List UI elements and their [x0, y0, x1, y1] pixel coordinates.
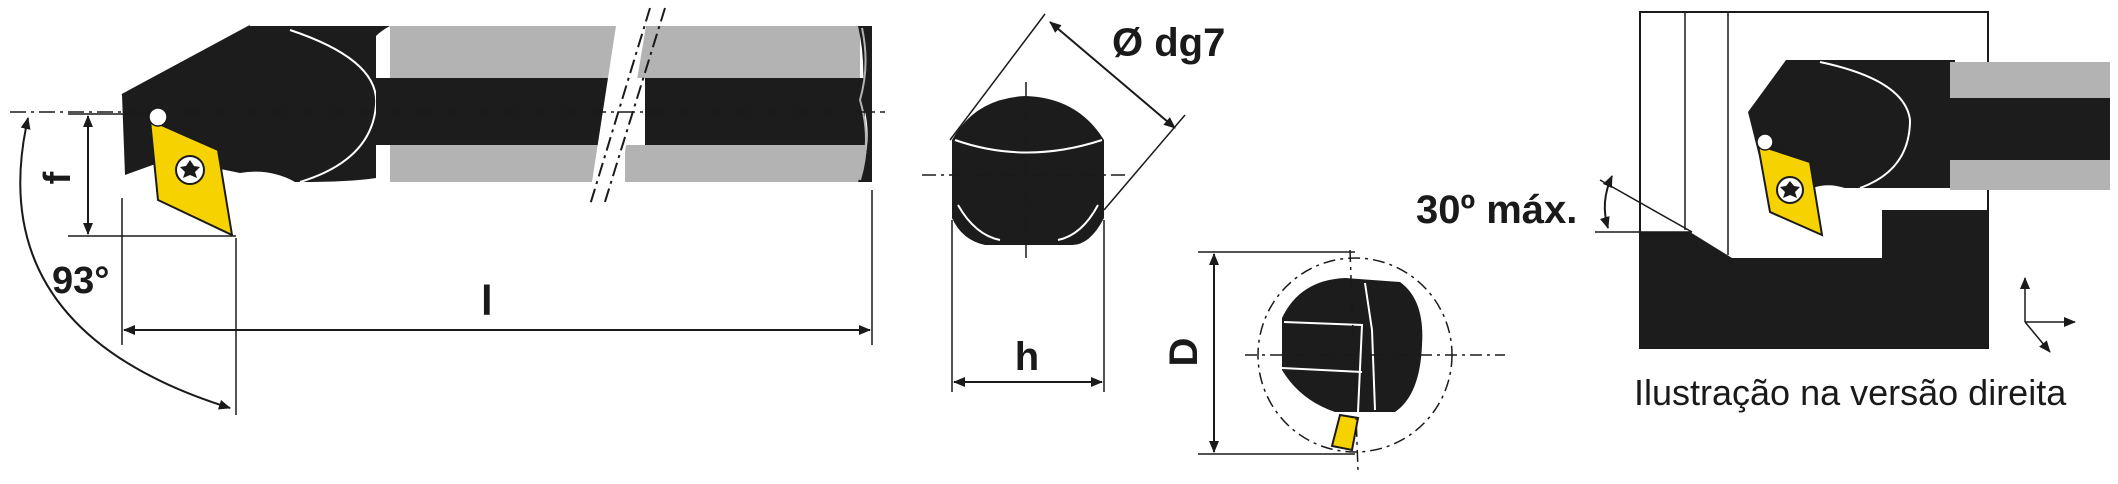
- shank-top-right: [640, 26, 860, 78]
- label-f: f: [37, 171, 79, 184]
- shank-right-top: [1950, 62, 2110, 98]
- bore-view: D: [1162, 249, 1505, 471]
- shank-core-left: [376, 78, 626, 145]
- label-angle: 93°: [52, 260, 109, 302]
- angle-arc: [19, 117, 231, 410]
- shank-right-bottom: [1950, 160, 2110, 190]
- right-illustration: 30º máx. Ilustração na versão direita: [1416, 11, 2110, 413]
- workpiece: [1640, 210, 1988, 348]
- label-length: l: [481, 277, 493, 324]
- bore-bar-section: [1282, 278, 1423, 412]
- label-diameter: Ø dg7: [1112, 21, 1225, 65]
- side-view: f 93° l: [10, 7, 885, 415]
- bar-tail: [858, 26, 872, 182]
- end-section: [952, 96, 1104, 245]
- label-h: h: [1015, 335, 1039, 379]
- shank-bottom-left: [390, 145, 612, 182]
- label-D: D: [1162, 338, 1206, 367]
- insert-bore: [1330, 413, 1360, 452]
- shank-top-left: [390, 26, 650, 78]
- end-view: Ø dg7 h: [922, 13, 1225, 392]
- shank-bottom-right: [625, 145, 865, 182]
- caption: Ilustração na versão direita: [1634, 372, 2067, 413]
- dim-diameter: [1049, 21, 1176, 129]
- label-max-angle: 30º máx.: [1416, 188, 1577, 232]
